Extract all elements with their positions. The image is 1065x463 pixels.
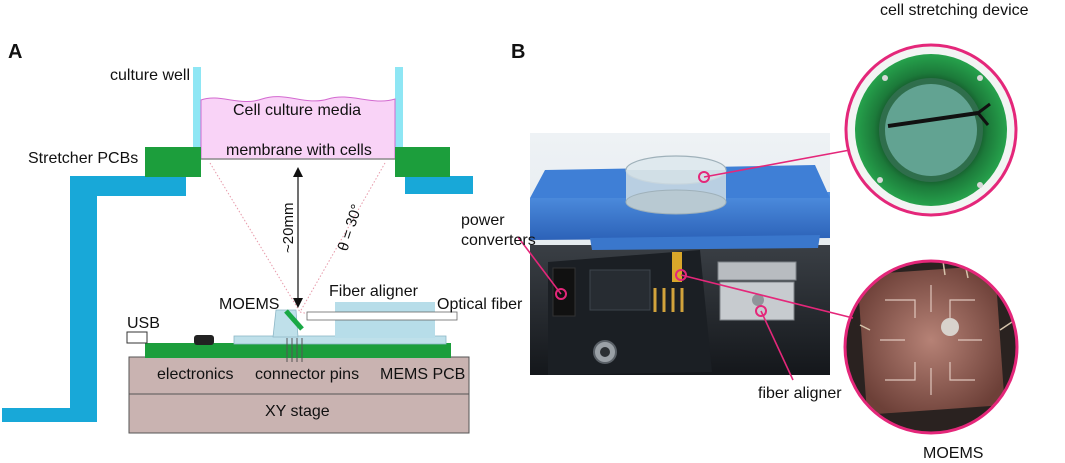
label-culture-well: culture well xyxy=(110,67,190,84)
label-mems-pcb: MEMS PCB xyxy=(380,366,465,383)
panel-a-letter: A xyxy=(8,41,22,63)
moems-inset xyxy=(843,259,1019,435)
panel-a: A ~20mm θ = 30° xyxy=(2,41,523,434)
label-power: power xyxy=(461,212,505,229)
label-connector-pins: connector pins xyxy=(255,366,359,383)
label-moems-b: MOEMS xyxy=(923,445,983,462)
label-optical-fiber: Optical fiber xyxy=(437,296,523,313)
stretcher-pcb-left xyxy=(145,147,201,177)
label-membrane-with-cells: membrane with cells xyxy=(226,142,372,159)
electronics-pcb xyxy=(145,343,451,358)
cell-culture-media xyxy=(200,96,396,160)
moems-mirror xyxy=(284,309,304,331)
distance-label: ~20mm xyxy=(280,203,297,253)
label-cell-culture-media: Cell culture media xyxy=(233,102,361,119)
label-fiber-aligner-b: fiber aligner xyxy=(758,385,842,402)
support-l-bracket xyxy=(2,176,186,422)
setup-photo xyxy=(530,133,830,375)
panel-b-letter: B xyxy=(511,41,525,63)
support-block-right xyxy=(405,176,473,194)
label-stretcher-pcbs: Stretcher PCBs xyxy=(28,150,138,167)
callout-markers xyxy=(555,171,767,317)
connector-pins xyxy=(286,338,303,362)
xy-stage xyxy=(128,356,470,434)
label-moems: MOEMS xyxy=(219,296,279,313)
label-fiber-aligner: Fiber aligner xyxy=(329,283,419,300)
usb-connector xyxy=(126,331,148,344)
culture-well-wall-right xyxy=(395,67,403,162)
optical-fiber xyxy=(306,311,458,321)
label-converters: converters xyxy=(461,232,536,249)
electronics-chip xyxy=(194,335,214,345)
angle-label: θ = 30° xyxy=(335,202,366,253)
cell-stretching-device-inset xyxy=(844,43,1018,217)
label-electronics: electronics xyxy=(157,366,233,383)
stretcher-pcb-right xyxy=(395,147,450,177)
culture-well-wall-left xyxy=(193,67,201,162)
label-cell-stretching-device: cell stretching device xyxy=(880,2,1029,19)
label-usb: USB xyxy=(127,315,160,332)
label-xy-stage: XY stage xyxy=(265,403,330,420)
callout-lines xyxy=(517,149,854,381)
panel-b: B xyxy=(461,2,1029,462)
